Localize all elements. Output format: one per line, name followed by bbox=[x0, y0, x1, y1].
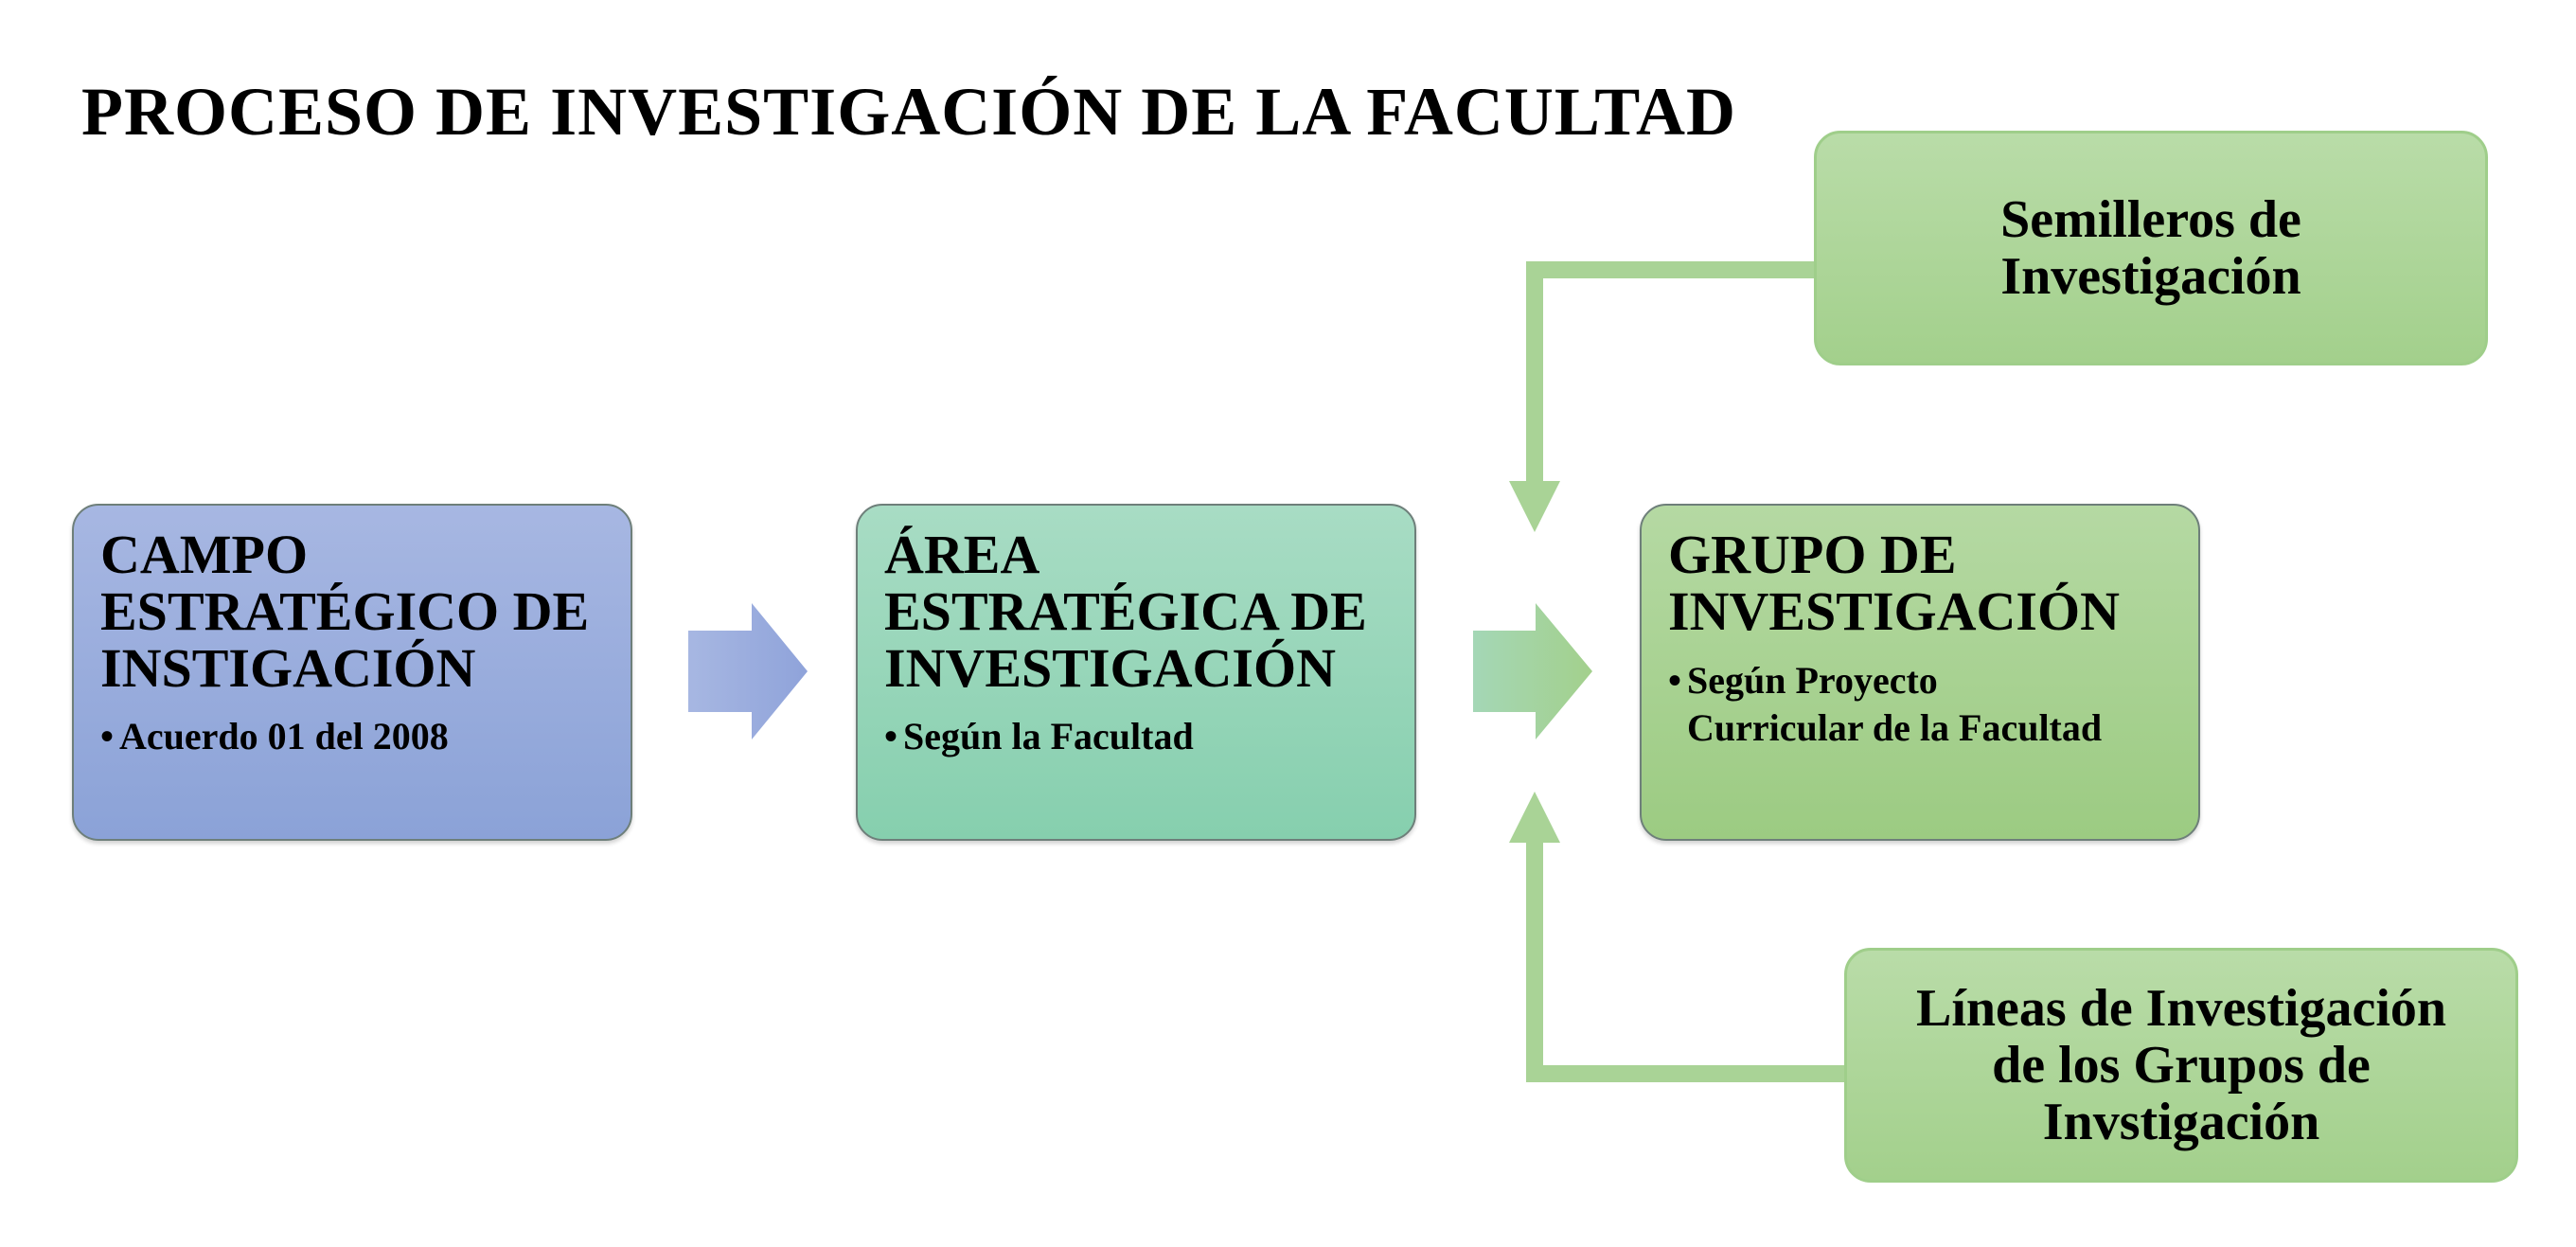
lineas-investigacion-box: Líneas de Investigación de los Grupos de… bbox=[1844, 948, 2518, 1183]
arrowhead-up bbox=[1509, 792, 1560, 843]
semilleros-label: Semilleros de Investigación bbox=[2000, 191, 2301, 305]
campo-bullet-text: Acuerdo 01 del 2008 bbox=[119, 715, 449, 757]
grupo-investigacion-box: GRUPO DE INVESTIGACIÓN • Según Proyecto … bbox=[1640, 504, 2200, 841]
bullet-dot: • bbox=[884, 715, 898, 757]
connector-semilleros-to-grupo bbox=[1509, 261, 1815, 532]
process-arrow-1 bbox=[688, 603, 808, 739]
campo-estrategico-box: CAMPO ESTRATÉGICO DE INSTIGACIÓN • Acuer… bbox=[72, 504, 632, 841]
grupo-bullet-line: Curricular de la Facultad bbox=[1687, 706, 2103, 749]
page-title: PROCESO DE INVESTIGACIÓN DE LA FACULTAD bbox=[81, 74, 1736, 150]
semilleros-line: Semilleros de bbox=[2000, 190, 2301, 249]
lineas-line: Invstigación bbox=[2042, 1093, 2320, 1151]
connector-lineas-to-grupo bbox=[1509, 792, 1846, 1082]
bullet-dot: • bbox=[100, 715, 115, 757]
arrowhead-down bbox=[1509, 481, 1560, 532]
campo-bullet: • Acuerdo 01 del 2008 bbox=[100, 714, 604, 759]
campo-heading-line: INSTIGACIÓN bbox=[100, 637, 476, 699]
semilleros-box: Semilleros de Investigación bbox=[1814, 131, 2488, 365]
area-heading-line: ÁREA bbox=[884, 524, 1040, 585]
bullet-dot: • bbox=[1668, 659, 1682, 702]
lineas-label: Líneas de Investigación de los Grupos de… bbox=[1916, 980, 2446, 1150]
lineas-line: de los Grupos de bbox=[1992, 1036, 2371, 1095]
process-arrow-2 bbox=[1473, 603, 1592, 739]
grupo-heading-line: INVESTIGACIÓN bbox=[1668, 580, 2120, 642]
grupo-bullet: • Según Proyecto Curricular de la Facult… bbox=[1668, 657, 2172, 752]
grupo-heading: GRUPO DE INVESTIGACIÓN bbox=[1668, 526, 2172, 640]
area-heading: ÁREA ESTRATÉGICA DE INVESTIGACIÓN bbox=[884, 526, 1388, 697]
area-heading-line: INVESTIGACIÓN bbox=[884, 637, 1336, 699]
campo-heading-line: CAMPO bbox=[100, 524, 309, 585]
lineas-line: Líneas de Investigación bbox=[1915, 979, 2447, 1038]
area-bullet: • Según la Facultad bbox=[884, 714, 1388, 759]
area-estrategica-box: ÁREA ESTRATÉGICA DE INVESTIGACIÓN • Segú… bbox=[856, 504, 1416, 841]
campo-heading-line: ESTRATÉGICO DE bbox=[100, 580, 590, 642]
area-bullet-text: Según la Facultad bbox=[903, 715, 1194, 757]
semilleros-line: Investigación bbox=[2000, 247, 2301, 306]
grupo-heading-line: GRUPO DE bbox=[1668, 524, 1957, 585]
campo-heading: CAMPO ESTRATÉGICO DE INSTIGACIÓN bbox=[100, 526, 604, 697]
grupo-bullet-line: Según Proyecto bbox=[1687, 659, 1938, 702]
area-heading-line: ESTRATÉGICA DE bbox=[884, 580, 1367, 642]
